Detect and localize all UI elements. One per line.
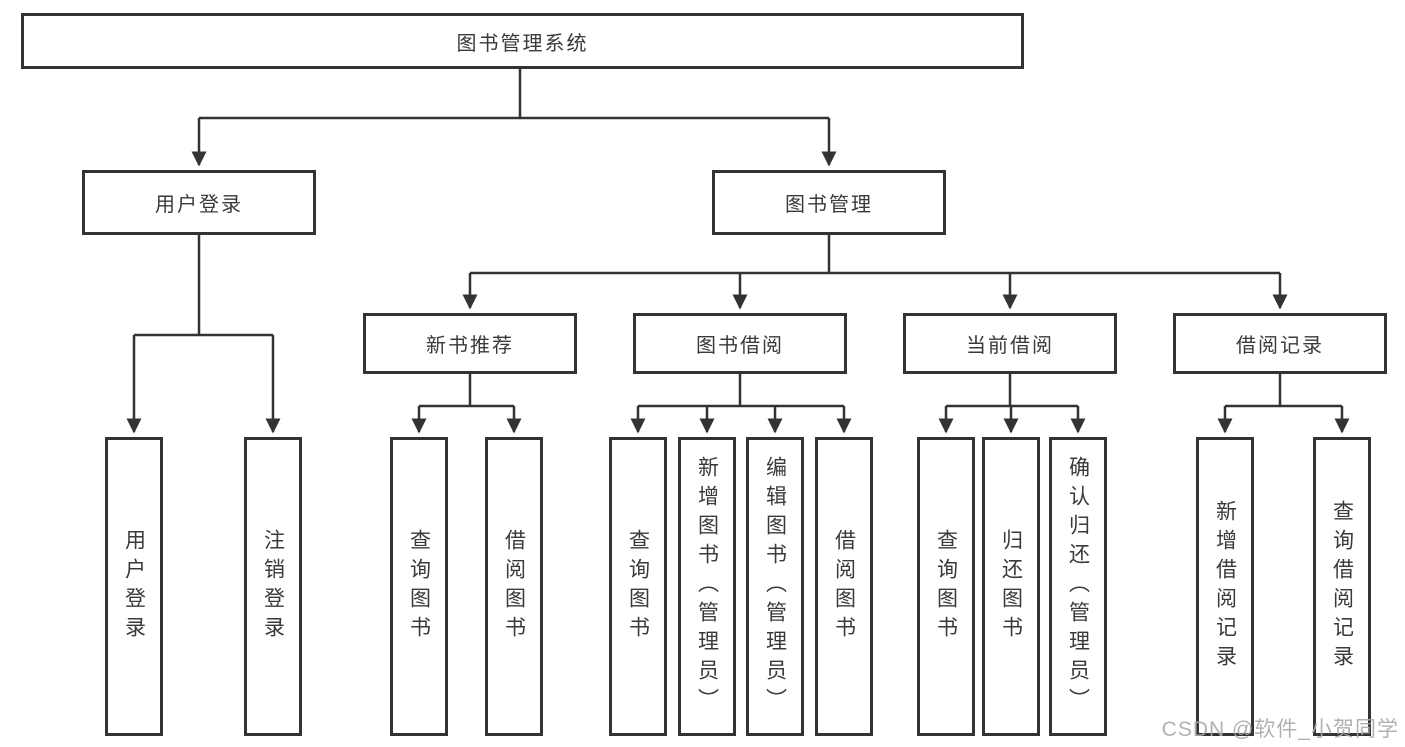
node-label: 图书借阅	[696, 335, 784, 357]
leaf-confirm-return-admin: 确认归还（管理员）	[1049, 437, 1107, 736]
node-label: 新增图书（管理员）	[695, 456, 719, 717]
node-book-management: 图书管理	[712, 170, 946, 235]
node-label: 借阅图书	[502, 528, 526, 645]
node-new-book-recommend: 新书推荐	[363, 313, 577, 374]
connector-borrow-records-to-leaves	[1217, 374, 1350, 434]
node-label: 借阅图书	[832, 528, 856, 645]
connector-current-borrow-to-leaves	[938, 374, 1086, 434]
connector-new-book-recommend-to-leaves	[411, 374, 522, 434]
leaf-query-borrow-record: 查询借阅记录	[1313, 437, 1371, 736]
node-library-management-system: 图书管理系统	[21, 13, 1024, 69]
node-label: 图书管理系统	[456, 32, 589, 55]
node-label: 查询图书	[934, 528, 958, 645]
node-label: 注销登录	[261, 528, 285, 645]
connector-root-to-level2	[191, 69, 837, 167]
connector-book-borrow-to-leaves	[630, 374, 852, 434]
csdn-watermark: CSDN @软件_小贺同学	[1161, 718, 1399, 741]
leaf-query-books-borrow: 查询图书	[609, 437, 667, 736]
node-current-borrow: 当前借阅	[903, 313, 1117, 374]
node-label: 新增借阅记录	[1213, 499, 1237, 674]
leaf-borrow-books-recommend: 借阅图书	[485, 437, 543, 736]
node-label: 用户登录	[122, 528, 146, 645]
leaf-add-borrow-record: 新增借阅记录	[1196, 437, 1254, 736]
node-label: 图书管理	[785, 194, 873, 216]
leaf-add-books-admin: 新增图书（管理员）	[678, 437, 736, 736]
node-label: 新书推荐	[426, 335, 514, 357]
node-label: 归还图书	[999, 528, 1023, 645]
node-label: 编辑图书（管理员）	[763, 456, 787, 717]
node-label: 确认归还（管理员）	[1066, 456, 1090, 717]
leaf-logout-login: 注销登录	[244, 437, 302, 736]
node-label: 查询借阅记录	[1330, 499, 1354, 674]
leaf-query-books-recommend: 查询图书	[390, 437, 448, 736]
leaf-user-login: 用户登录	[105, 437, 163, 736]
leaf-borrow-books-borrow: 借阅图书	[815, 437, 873, 736]
leaf-query-books-current: 查询图书	[917, 437, 975, 736]
node-label: 当前借阅	[966, 335, 1054, 357]
node-label: 用户登录	[155, 194, 243, 216]
node-label: 查询图书	[407, 528, 431, 645]
node-book-borrow: 图书借阅	[633, 313, 847, 374]
node-borrow-records: 借阅记录	[1173, 313, 1387, 374]
leaf-edit-books-admin: 编辑图书（管理员）	[746, 437, 804, 736]
connector-user-login-to-leaves	[126, 235, 281, 434]
leaf-return-books: 归还图书	[982, 437, 1040, 736]
node-user-login: 用户登录	[82, 170, 316, 235]
node-label: 借阅记录	[1236, 335, 1324, 357]
connector-book-management-to-level3	[462, 235, 1288, 310]
node-label: 查询图书	[626, 528, 650, 645]
